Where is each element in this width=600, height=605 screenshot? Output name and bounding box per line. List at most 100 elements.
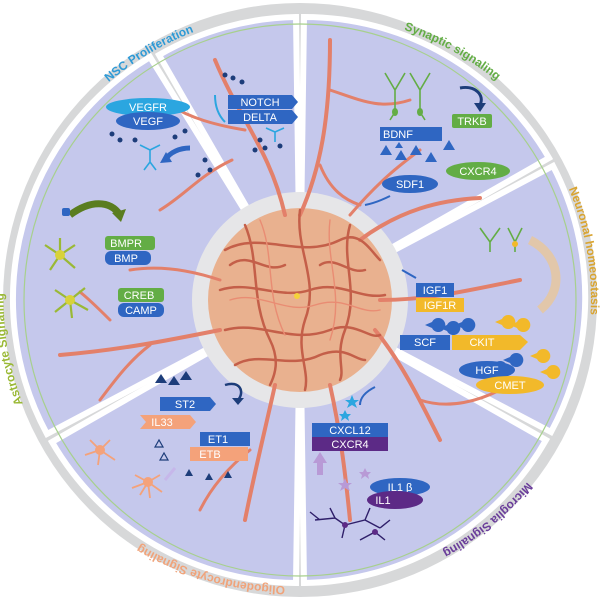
blood-vessel-network [58, 38, 522, 522]
neuronal-soma [512, 241, 518, 247]
il33-shape [140, 415, 196, 429]
notch-arrow [214, 94, 226, 123]
sdf1-arrow [364, 195, 391, 206]
label-sdf1: SDF1 [396, 179, 424, 191]
synaptic-soma-1 [392, 108, 398, 116]
oligo-curve-arrow-head [232, 398, 244, 405]
label-et1: ET1 [208, 434, 228, 446]
label-igf1r: IGF1R [424, 300, 456, 312]
igf1r-shape [416, 298, 464, 312]
astro-soma-1 [55, 250, 65, 260]
oligo-triangles-top [155, 371, 192, 385]
panel-synaptic: TRKB BDNF CXCR4 SDF1 [364, 72, 510, 206]
etb-shape [190, 447, 248, 461]
label-bmp: BMP [114, 253, 138, 265]
label-etb: ETB [199, 449, 220, 461]
microglia-arrow-top [359, 386, 376, 406]
astro-curve-arrow-head [112, 209, 126, 222]
label-ckit: CKIT [469, 337, 494, 349]
label-st2: ST2 [175, 399, 195, 411]
panel-nsc: VEGFR VEGF NOTCH DELTA [106, 72, 298, 178]
bmp-shape [105, 251, 151, 265]
synaptic-soma-2 [417, 108, 423, 116]
igf1-shape [416, 283, 454, 297]
label-cmet: CMET [494, 380, 525, 392]
vessel-tangle-light [229, 219, 381, 341]
label-scf: SCF [414, 337, 436, 349]
synaptic-curve-arrow-head [474, 103, 486, 112]
inner-guide-ring [23, 23, 577, 577]
astro-soma-2 [65, 295, 75, 305]
label-notch: NOTCH [240, 97, 279, 109]
oligo-soma-1 [95, 445, 105, 455]
trkb-shape [452, 114, 492, 128]
nsc-cell-icon [139, 144, 161, 171]
camp-shape [118, 303, 164, 317]
microglia-soma-1 [342, 522, 348, 528]
neuronal-neurons-icon [479, 227, 523, 252]
bdnf-shape [380, 127, 442, 141]
label-il33: IL33 [151, 417, 172, 429]
label-trkb: TRKB [457, 116, 486, 128]
microglia-soma-2 [372, 529, 378, 535]
label-cxcr4-syn: CXCR4 [459, 166, 496, 178]
label-cxcr4-mg: CXCR4 [331, 439, 368, 451]
cxcr4-mg-shape [312, 437, 388, 451]
oligo-triangles-bottom [185, 469, 232, 480]
panel-oligo: ST2 IL33 ET1 ETB [84, 371, 250, 499]
panel-neuronal: IGF1 IGF1R SCF CKIT HGF CMET [400, 227, 561, 394]
label-hgf: HGF [475, 365, 499, 377]
label-delta: DELTA [243, 112, 277, 124]
label-bmpr: BMPR [110, 238, 142, 250]
label-il1: IL1 [375, 495, 390, 507]
microglia-stars-blue [339, 395, 359, 421]
neuronal-curve-arrow [527, 235, 561, 314]
ckit-shape [452, 335, 528, 350]
vegf-ligand-dots [109, 128, 213, 178]
label-vegfr: VEGFR [129, 102, 167, 114]
notch-shape [228, 95, 298, 109]
delta-shape [228, 110, 298, 124]
bdnf-triangles [380, 140, 455, 162]
oligodendrocyte-cells-icon [84, 439, 163, 499]
synaptic-neurons-icon [384, 72, 431, 121]
center-core [208, 208, 392, 392]
label-camp: CAMP [125, 305, 157, 317]
label-vegf: VEGF [133, 116, 163, 128]
oligo-soma-2 [143, 477, 153, 487]
et1-shape [200, 432, 250, 446]
st2-shape [160, 397, 216, 411]
oligo-curve-arrow [224, 382, 243, 401]
label-bdnf: BDNF [383, 129, 413, 141]
cxcr4-syn-shape [446, 162, 510, 180]
astrocyte-cells-icon [44, 238, 89, 319]
label-igf1: IGF1 [423, 285, 447, 297]
panel-astro: BMPR BMP CREB CAMP [44, 200, 164, 319]
igf1-arrow [401, 269, 417, 279]
synaptic-curve-arrow [459, 85, 483, 106]
panel-microglia: CXCL12 CXCR4 IL1 β IL1 [309, 386, 430, 541]
il1-shape [367, 491, 423, 509]
vegfr-shape [106, 98, 190, 116]
cxcl12-shape [312, 423, 388, 437]
vessel-tangle [218, 208, 387, 392]
astro-ligand-block [62, 208, 70, 216]
microglia-up-arrow-head [313, 452, 327, 463]
label-cxcl12: CXCL12 [329, 425, 371, 437]
notch-dots [222, 72, 283, 153]
neuronal-pacman-markers [425, 318, 524, 376]
scf-shape [400, 335, 450, 350]
sdf1-shape [382, 175, 438, 193]
il1b-shape [370, 478, 430, 496]
label-il1b: IL1 β [388, 482, 413, 494]
label-creb: CREB [124, 290, 155, 302]
cmet-shape [476, 376, 544, 394]
sector-astro [9, 52, 305, 439]
notch-cell-icon [265, 127, 285, 142]
core-highlight [294, 293, 300, 299]
oligo-triangles-outline [153, 438, 170, 461]
oligo-arrow [163, 467, 177, 481]
vegf-shape [116, 112, 180, 130]
